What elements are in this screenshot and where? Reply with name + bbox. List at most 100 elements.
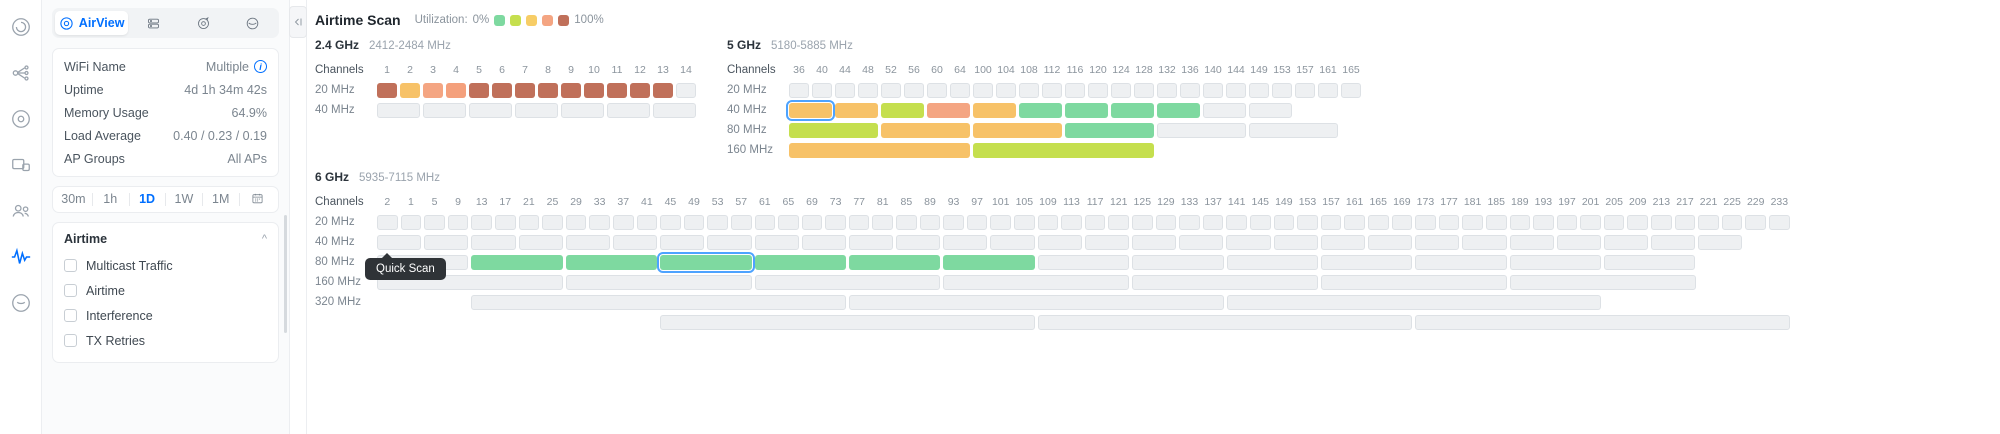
checkbox-interference[interactable]: Interference bbox=[64, 303, 267, 328]
channel-cell[interactable] bbox=[1462, 215, 1483, 230]
channel-cell[interactable] bbox=[778, 215, 799, 230]
channel-cell[interactable] bbox=[731, 215, 752, 230]
channel-cell[interactable] bbox=[849, 255, 940, 270]
channel-cell[interactable] bbox=[1321, 235, 1365, 250]
channel-cell[interactable] bbox=[1132, 275, 1318, 290]
channel-cell[interactable] bbox=[881, 83, 901, 98]
channel-cell[interactable] bbox=[1156, 215, 1177, 230]
channel-cell[interactable] bbox=[492, 83, 512, 98]
insights-icon[interactable] bbox=[8, 244, 34, 270]
channel-cell[interactable] bbox=[1675, 215, 1696, 230]
channel-cell[interactable] bbox=[1745, 215, 1766, 230]
channel-cell[interactable] bbox=[1203, 215, 1224, 230]
channel-cell[interactable] bbox=[1510, 275, 1696, 290]
channel-cell[interactable] bbox=[1533, 215, 1554, 230]
channel-cell[interactable] bbox=[789, 143, 970, 158]
channel-cell[interactable] bbox=[589, 215, 610, 230]
channel-cell[interactable] bbox=[637, 215, 658, 230]
channel-cell[interactable] bbox=[1085, 235, 1129, 250]
channel-cell[interactable] bbox=[607, 83, 627, 98]
airtime-section-head[interactable]: Airtime ^ bbox=[64, 232, 267, 246]
checkbox-box[interactable] bbox=[64, 309, 77, 322]
checkbox-box[interactable] bbox=[64, 259, 77, 272]
channel-cell[interactable] bbox=[1065, 83, 1085, 98]
channel-cell[interactable] bbox=[1651, 235, 1695, 250]
channel-cell[interactable] bbox=[1042, 83, 1062, 98]
channel-cell[interactable] bbox=[1415, 235, 1459, 250]
channel-cell[interactable] bbox=[538, 83, 558, 98]
channel-cell[interactable] bbox=[812, 83, 832, 98]
range-1w[interactable]: 1W bbox=[165, 187, 202, 212]
channel-cell[interactable] bbox=[561, 83, 581, 98]
topology-icon[interactable] bbox=[8, 60, 34, 86]
channel-cell[interactable] bbox=[904, 83, 924, 98]
channel-cell[interactable] bbox=[1111, 83, 1131, 98]
channel-cell[interactable] bbox=[519, 215, 540, 230]
channel-cell[interactable] bbox=[1227, 295, 1602, 310]
channel-cell[interactable] bbox=[471, 215, 492, 230]
channel-cell[interactable] bbox=[446, 83, 466, 98]
channel-cell[interactable] bbox=[1226, 235, 1270, 250]
channel-cell[interactable] bbox=[973, 103, 1016, 118]
channel-cell[interactable] bbox=[566, 215, 587, 230]
channel-cell[interactable] bbox=[1179, 215, 1200, 230]
channel-cell[interactable] bbox=[1510, 255, 1601, 270]
channel-cell[interactable] bbox=[1111, 103, 1154, 118]
channel-cell[interactable] bbox=[755, 255, 846, 270]
range-1m[interactable]: 1M bbox=[202, 187, 239, 212]
channel-cell[interactable] bbox=[653, 83, 673, 98]
channel-cell[interactable] bbox=[802, 235, 846, 250]
channel-cell[interactable] bbox=[1321, 215, 1342, 230]
channel-cell[interactable] bbox=[755, 215, 776, 230]
channel-cell[interactable] bbox=[1415, 255, 1506, 270]
channel-cell[interactable] bbox=[1321, 275, 1507, 290]
calendar-icon[interactable] bbox=[239, 187, 276, 212]
channel-cell[interactable] bbox=[1014, 215, 1035, 230]
channel-cell[interactable] bbox=[1341, 83, 1361, 98]
channel-cell[interactable] bbox=[825, 215, 846, 230]
channel-cell[interactable] bbox=[1344, 215, 1365, 230]
range-1h[interactable]: 1h bbox=[92, 187, 129, 212]
channel-cell[interactable] bbox=[1061, 215, 1082, 230]
channel-cell[interactable] bbox=[1157, 83, 1177, 98]
channel-cell[interactable] bbox=[1157, 123, 1246, 138]
channel-cell[interactable] bbox=[613, 215, 634, 230]
channel-cell[interactable] bbox=[377, 215, 398, 230]
channel-cell[interactable] bbox=[1249, 83, 1269, 98]
channel-cell[interactable] bbox=[802, 215, 823, 230]
channel-cell[interactable] bbox=[584, 83, 604, 98]
channel-cell[interactable] bbox=[1627, 215, 1648, 230]
channel-cell[interactable] bbox=[1557, 235, 1601, 250]
channel-cell[interactable] bbox=[707, 235, 751, 250]
channel-cell[interactable] bbox=[789, 83, 809, 98]
channel-cell[interactable] bbox=[1085, 215, 1106, 230]
channel-cell[interactable] bbox=[1321, 255, 1412, 270]
channel-cell[interactable] bbox=[927, 103, 970, 118]
channel-cell[interactable] bbox=[660, 255, 751, 270]
channel-cell[interactable] bbox=[835, 103, 878, 118]
channel-cell[interactable] bbox=[1250, 215, 1271, 230]
channel-cell[interactable] bbox=[1019, 83, 1039, 98]
channel-cell[interactable] bbox=[943, 255, 1034, 270]
channel-cell[interactable] bbox=[515, 83, 535, 98]
channel-cell[interactable] bbox=[401, 215, 422, 230]
channel-cell[interactable] bbox=[1132, 255, 1223, 270]
settings-icon[interactable] bbox=[8, 290, 34, 316]
channel-cell[interactable] bbox=[660, 235, 704, 250]
channel-cell[interactable] bbox=[469, 83, 489, 98]
channel-cell[interactable] bbox=[835, 83, 855, 98]
channel-cell[interactable] bbox=[943, 275, 1129, 290]
channel-cell[interactable] bbox=[1019, 103, 1062, 118]
channel-cell[interactable] bbox=[755, 275, 941, 290]
channel-cell[interactable] bbox=[1038, 255, 1129, 270]
channel-cell[interactable] bbox=[1134, 83, 1154, 98]
channel-cell[interactable] bbox=[566, 275, 752, 290]
channel-cell[interactable] bbox=[789, 103, 832, 118]
channel-cell[interactable] bbox=[607, 103, 650, 118]
dashboard-icon[interactable] bbox=[8, 14, 34, 40]
channel-cell[interactable] bbox=[1651, 215, 1672, 230]
chevron-up-icon[interactable]: ^ bbox=[262, 233, 267, 245]
channel-cell[interactable] bbox=[519, 235, 563, 250]
checkbox-airtime[interactable]: Airtime bbox=[64, 278, 267, 303]
channel-cell[interactable] bbox=[1203, 103, 1246, 118]
